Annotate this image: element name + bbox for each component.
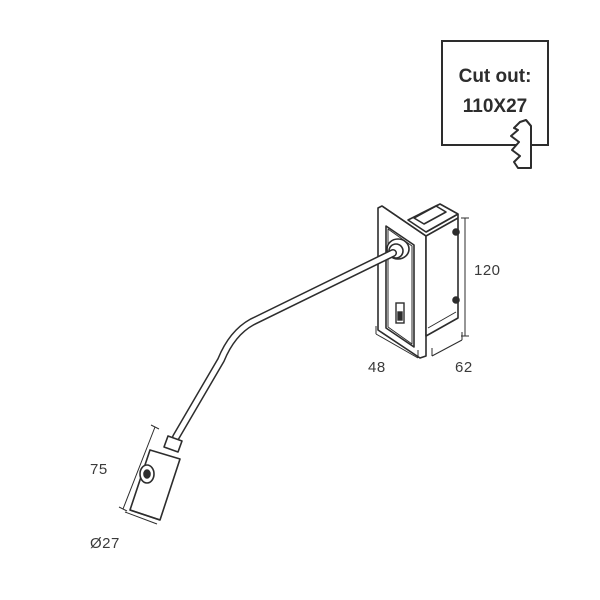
lamp-head (129, 435, 183, 521)
dim-width-label: 48 (368, 359, 386, 376)
usb-port-icon (395, 302, 405, 324)
dimension-lines (118, 217, 469, 525)
housing-box (407, 203, 460, 337)
flexible-arm (172, 249, 397, 441)
cutout-title: Cut out: (458, 66, 532, 87)
cutout-value: 110X27 (462, 96, 528, 117)
wall-recess-icon (510, 119, 532, 169)
wall-plate (377, 205, 427, 359)
cutout-box: Cut out: 110X27 (441, 40, 549, 146)
dim-head-diameter-label: Ø27 (90, 535, 120, 552)
dim-head-length-label: 75 (90, 461, 108, 478)
dim-depth-label: 62 (455, 359, 473, 376)
dim-height-label: 120 (474, 262, 501, 279)
